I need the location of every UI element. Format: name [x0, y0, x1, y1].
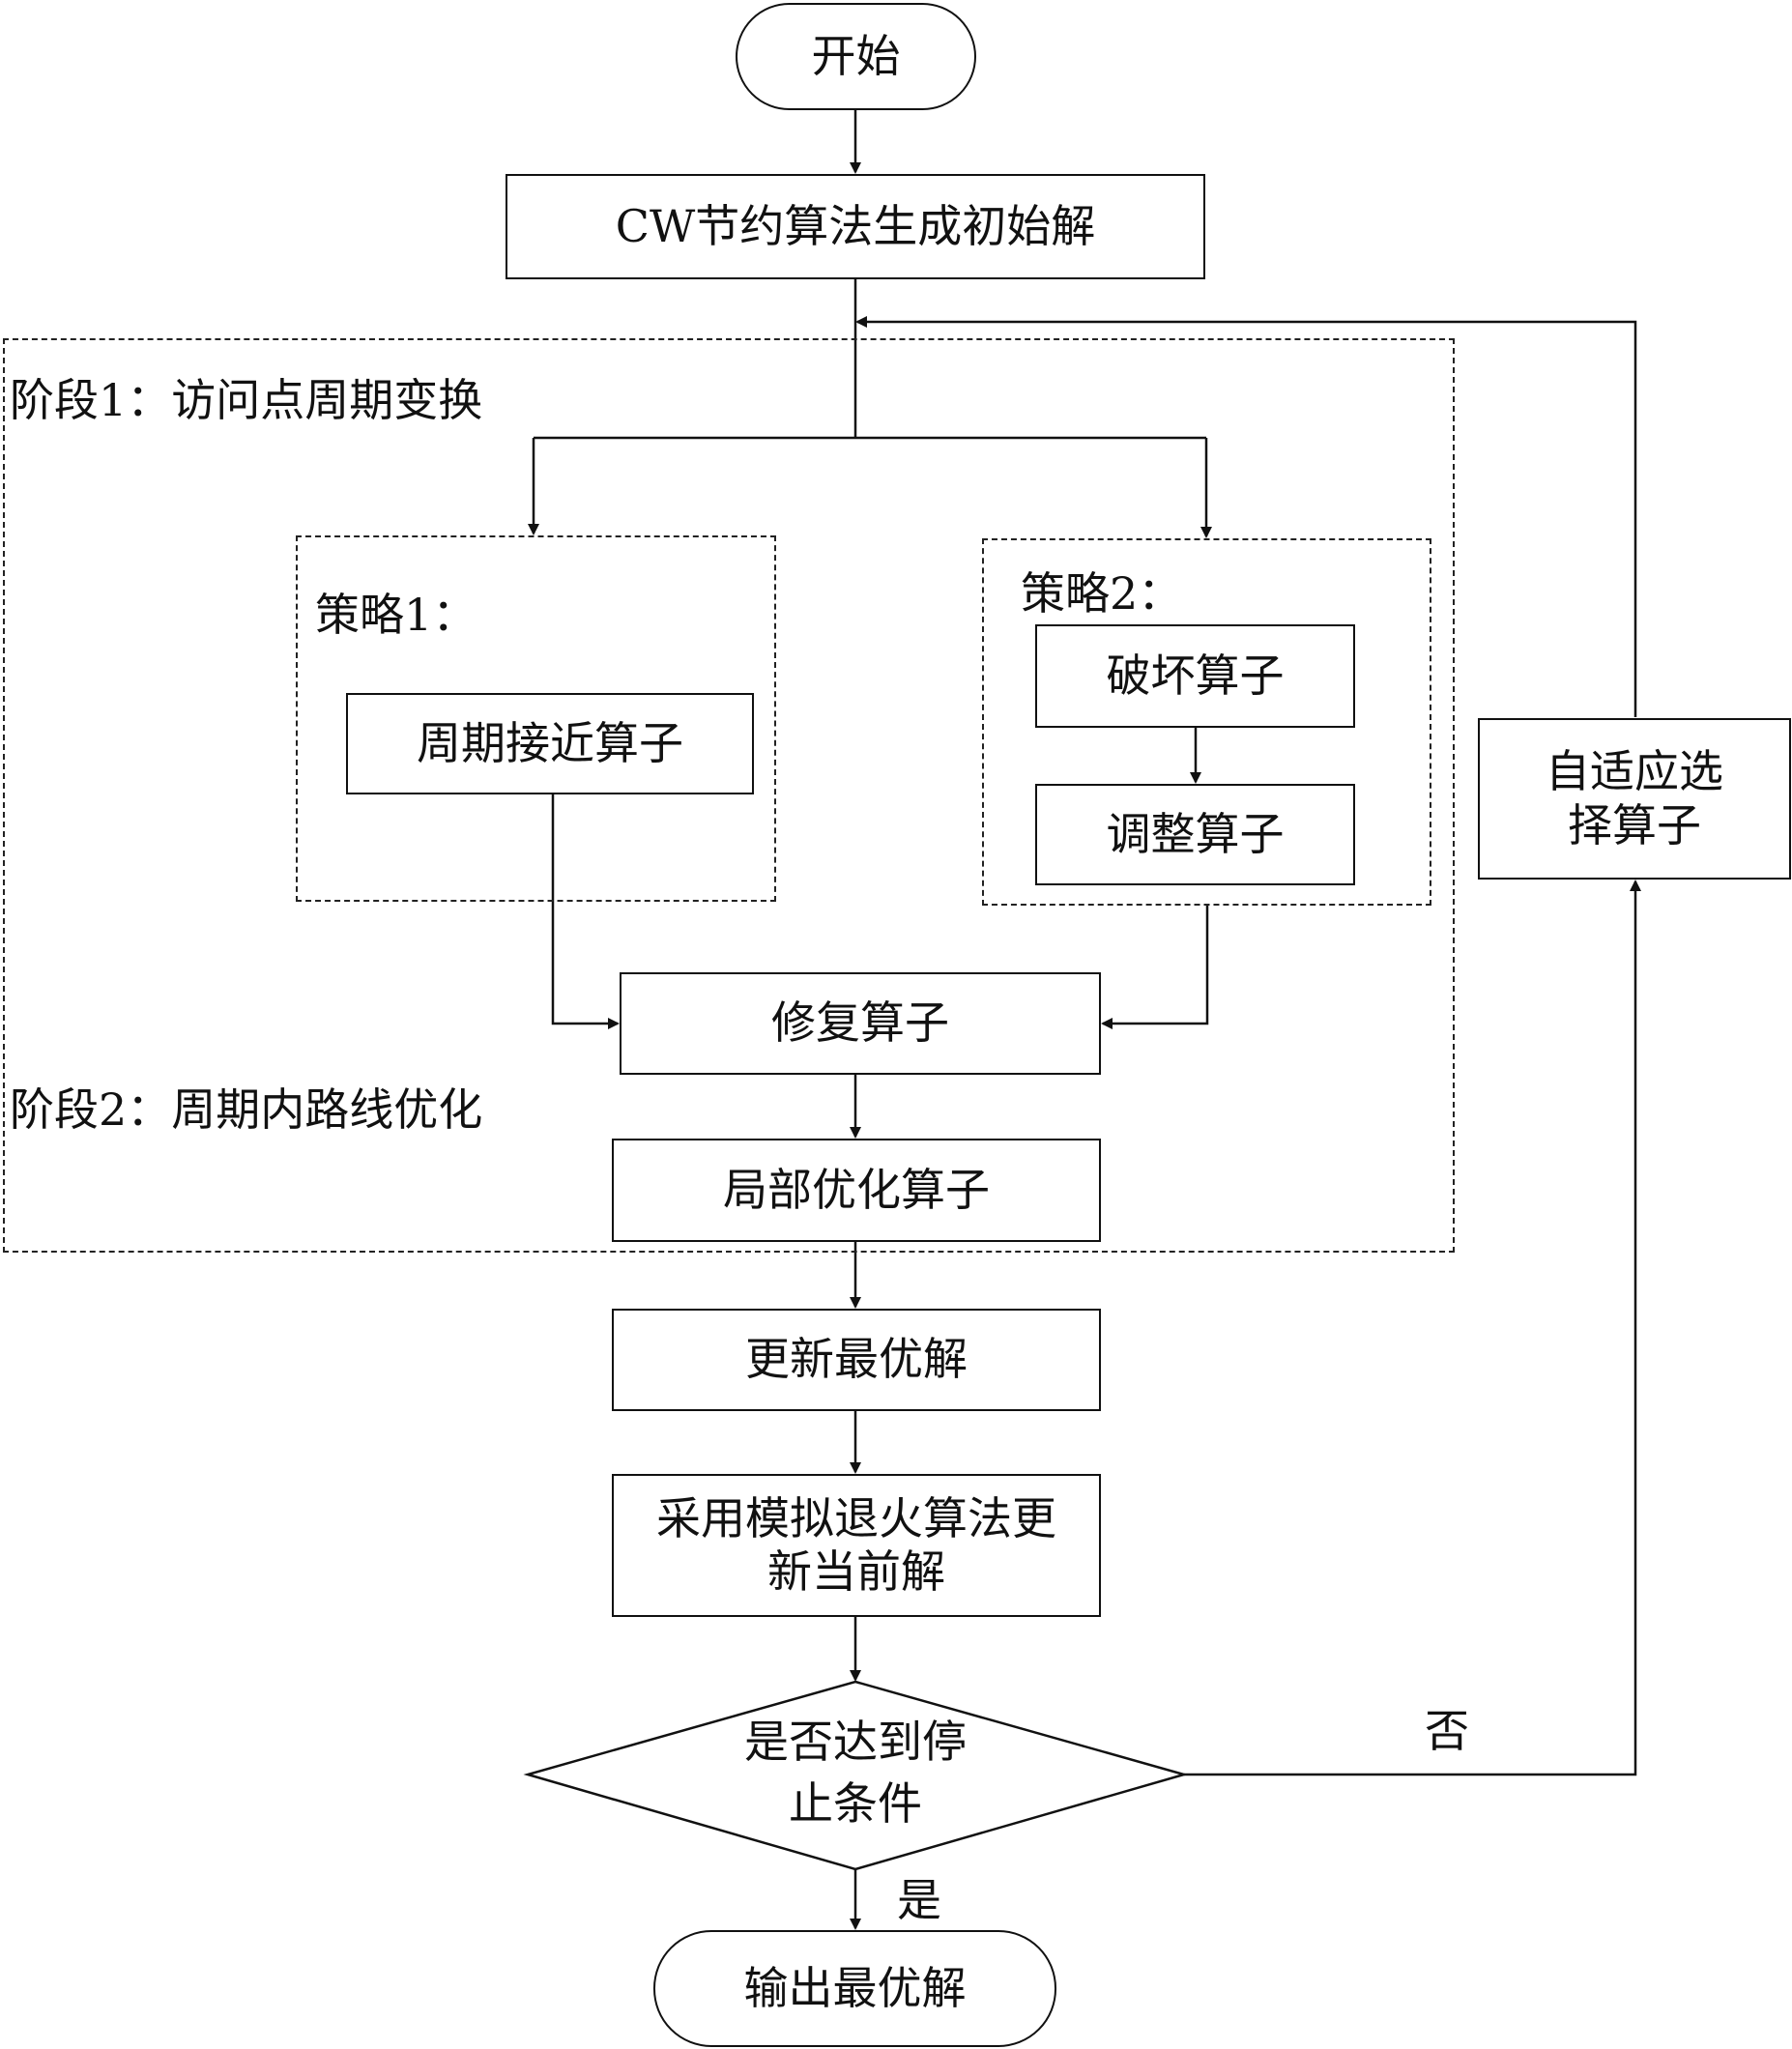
strategy2-label: 策略2：: [1021, 567, 1183, 620]
no-label: 否: [1425, 1705, 1469, 1757]
repair-operator: 修复算子: [620, 972, 1101, 1075]
arrow-adaptive-feedback: [855, 316, 1637, 717]
local-optimization-operator: 局部优化算子: [612, 1139, 1101, 1242]
arrow-strategy2-to-repair: [1101, 906, 1209, 1029]
destroy-operator: 破坏算子: [1035, 624, 1355, 728]
stage-container: [3, 338, 1455, 1253]
period-approach-operator: 周期接近算子: [346, 693, 754, 794]
output-terminal: 输出最优解: [653, 1930, 1056, 2047]
adaptive-selection-box: 自适应选择算子: [1478, 718, 1791, 880]
simulated-annealing-box: 采用模拟退火算法更新当前解: [612, 1474, 1101, 1617]
strategy1-container: [296, 535, 776, 902]
stage1-label: 阶段1：访问点周期变换: [10, 374, 483, 426]
stage2-label: 阶段2：周期内路线优化: [10, 1083, 483, 1136]
strategy1-label: 策略1：: [315, 589, 477, 641]
strategy2-container: [982, 538, 1431, 906]
adjust-operator: 调整算子: [1035, 784, 1355, 885]
arrow-no-to-adaptive: [1184, 880, 1641, 1776]
decision-diamond: [523, 1680, 1189, 1871]
start-terminal: 开始: [736, 3, 976, 110]
arrow-strategy1-to-repair: [551, 794, 620, 1029]
decision-text: 是否达到停止条件: [744, 1716, 967, 1831]
update-best-box: 更新最优解: [612, 1309, 1101, 1411]
yes-label: 是: [897, 1874, 941, 1926]
init-solution-box: CW节约算法生成初始解: [506, 174, 1205, 279]
